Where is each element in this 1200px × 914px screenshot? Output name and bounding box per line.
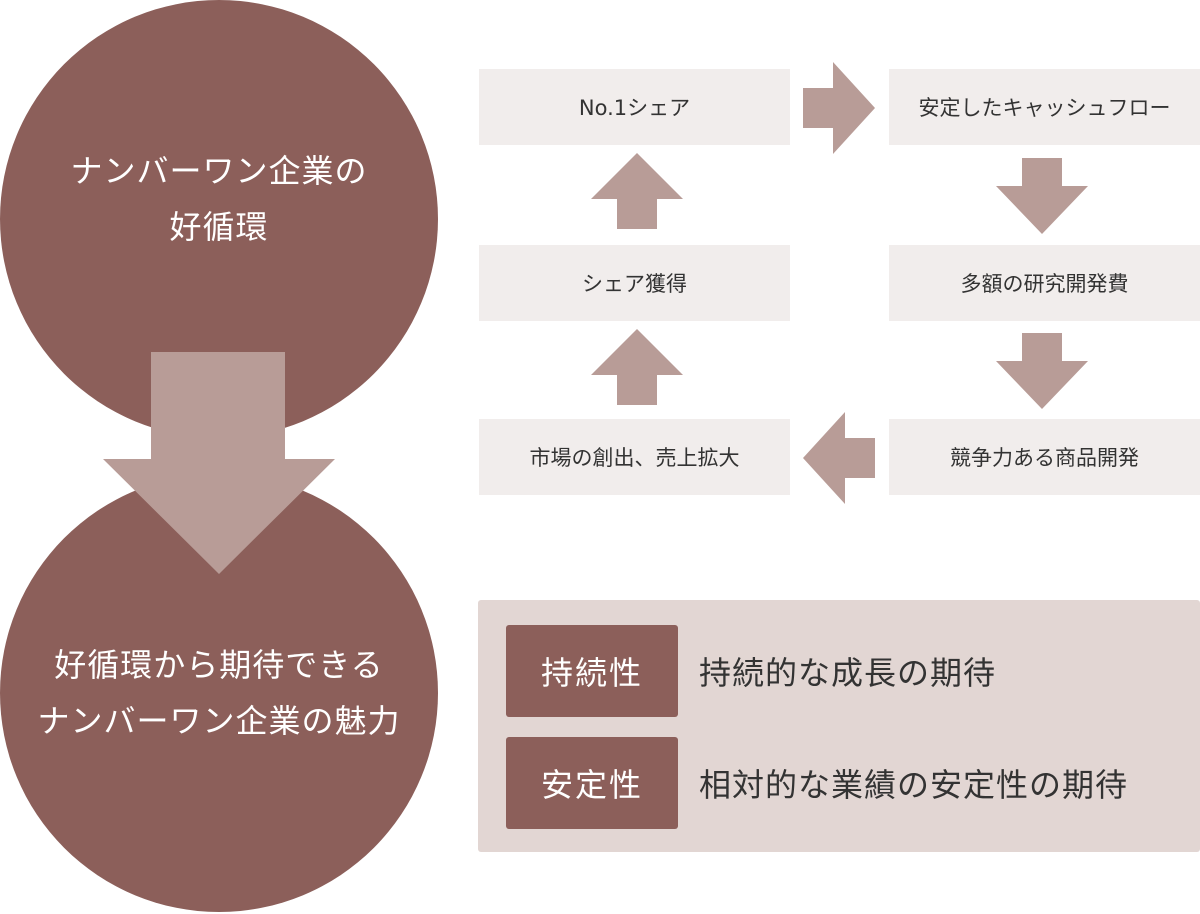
big-down-arrow-icon [103, 352, 335, 574]
arrow-up-shape [591, 153, 683, 229]
arrow-down-shape [996, 333, 1088, 409]
arrow-down-icon [996, 333, 1088, 409]
appeal-circle-text: 好循環から期待できる ナンバーワン企業の魅力 [37, 637, 400, 749]
cycle-step-share-no1: No.1シェア [479, 69, 790, 145]
arrow-right-icon [803, 62, 875, 154]
arrow-up-icon [591, 153, 683, 229]
cycle-step-rnd: 多額の研究開発費 [889, 245, 1200, 321]
big-down-arrow-shape [103, 352, 335, 574]
arrow-down-icon [996, 158, 1088, 234]
attribute-tag: 安定性 [506, 737, 678, 829]
cycle-step-cashflow: 安定したキャッシュフロー [889, 69, 1200, 145]
cycle-step-product: 競争力ある商品開発 [889, 419, 1200, 495]
attribute-tag: 持続性 [506, 625, 678, 717]
arrow-up-shape [591, 329, 683, 405]
appeal-circle-line-2: ナンバーワン企業の魅力 [37, 702, 401, 740]
attribute-description: 持続的な成長の期待 [699, 654, 997, 692]
arrow-left-icon [803, 412, 875, 504]
cycle-circle-line-1: ナンバーワン企業の [70, 152, 368, 190]
cycle-step-market: 市場の創出、売上拡大 [479, 419, 790, 495]
arrow-up-icon [591, 329, 683, 405]
attribute-description: 相対的な業績の安定性の期待 [699, 766, 1129, 804]
cycle-circle-text: ナンバーワン企業の 好循環 [70, 143, 367, 255]
cycle-step-share-gain: シェア獲得 [479, 245, 790, 321]
appeal-circle-line-1: 好循環から期待できる [54, 646, 384, 684]
arrow-left-shape [803, 412, 875, 504]
arrow-right-shape [803, 62, 875, 154]
arrow-down-shape [996, 158, 1088, 234]
cycle-circle-line-2: 好循環 [169, 208, 269, 246]
attributes-panel: 持続性 持続的な成長の期待 安定性 相対的な業績の安定性の期待 [478, 600, 1200, 852]
